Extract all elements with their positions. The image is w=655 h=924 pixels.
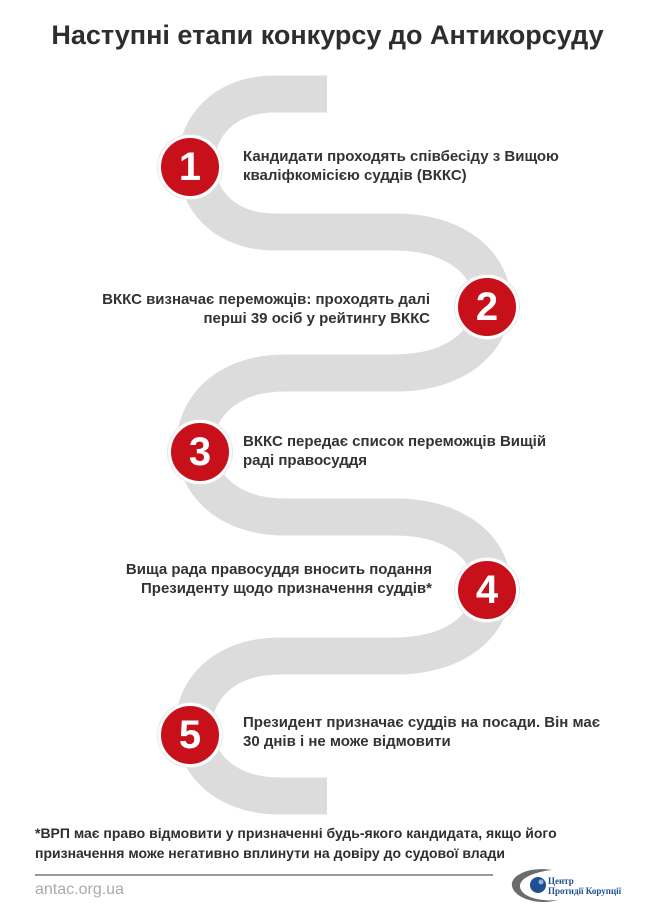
logo-text: Центр Протидії Корупції — [548, 876, 621, 896]
step-1-line1: Кандидати проходять співбесіду з Вищою — [243, 148, 559, 165]
page-title: Наступні етапи конкурсу до Антикорсуду — [51, 20, 604, 50]
step-5-line2: 30 днів і не може відмовити — [243, 733, 451, 750]
antac-logo-icon — [511, 869, 558, 903]
step-1-text: Кандидати проходять співбесіду з Вищою к… — [243, 147, 559, 185]
step-4-line2: Президенту щодо призначення суддів* — [141, 580, 432, 597]
logo-line2: Протидії Корупції — [548, 886, 622, 896]
footnote-line1: *ВРП має право відмовити у призначенні б… — [35, 825, 557, 841]
step-2-badge: 2 — [455, 275, 519, 339]
footnote-line2: призначення може негативно вплинути на д… — [35, 845, 505, 861]
step-3-line2: раді правосуддя — [243, 452, 368, 469]
logo-line1: Центр — [548, 876, 574, 886]
step-4-badge: 4 — [455, 558, 519, 622]
step-2-line2: перші 39 осіб у рейтингу ВККС — [203, 310, 430, 327]
footnote: *ВРП має право відмовити у призначенні б… — [35, 823, 645, 863]
step-1-line2: кваліфкомісією суддів (ВККС) — [243, 167, 467, 184]
footer-divider — [35, 874, 493, 876]
step-2-line1: ВККС визначає переможців: проходять далі — [102, 291, 430, 308]
site-link[interactable]: antac.org.ua — [35, 881, 124, 898]
step-4-text: Вища рада правосуддя вносить подання Пре… — [126, 560, 432, 598]
step-3-text: ВККС передає список переможців Вищій рад… — [243, 432, 546, 470]
step-4-line1: Вища рада правосуддя вносить подання — [125, 561, 432, 578]
step-3-badge: 3 — [168, 420, 232, 484]
step-5-line1: Президент призначає суддів на посади. Ві… — [243, 714, 601, 731]
step-1-badge: 1 — [158, 135, 222, 199]
step-3-line1: ВККС передає список переможців Вищій — [243, 433, 547, 450]
step-5-text: Президент призначає суддів на посади. Ві… — [243, 713, 600, 751]
step-5-badge: 5 — [158, 703, 222, 767]
step-2-text: ВККС визначає переможців: проходять далі… — [102, 290, 430, 328]
